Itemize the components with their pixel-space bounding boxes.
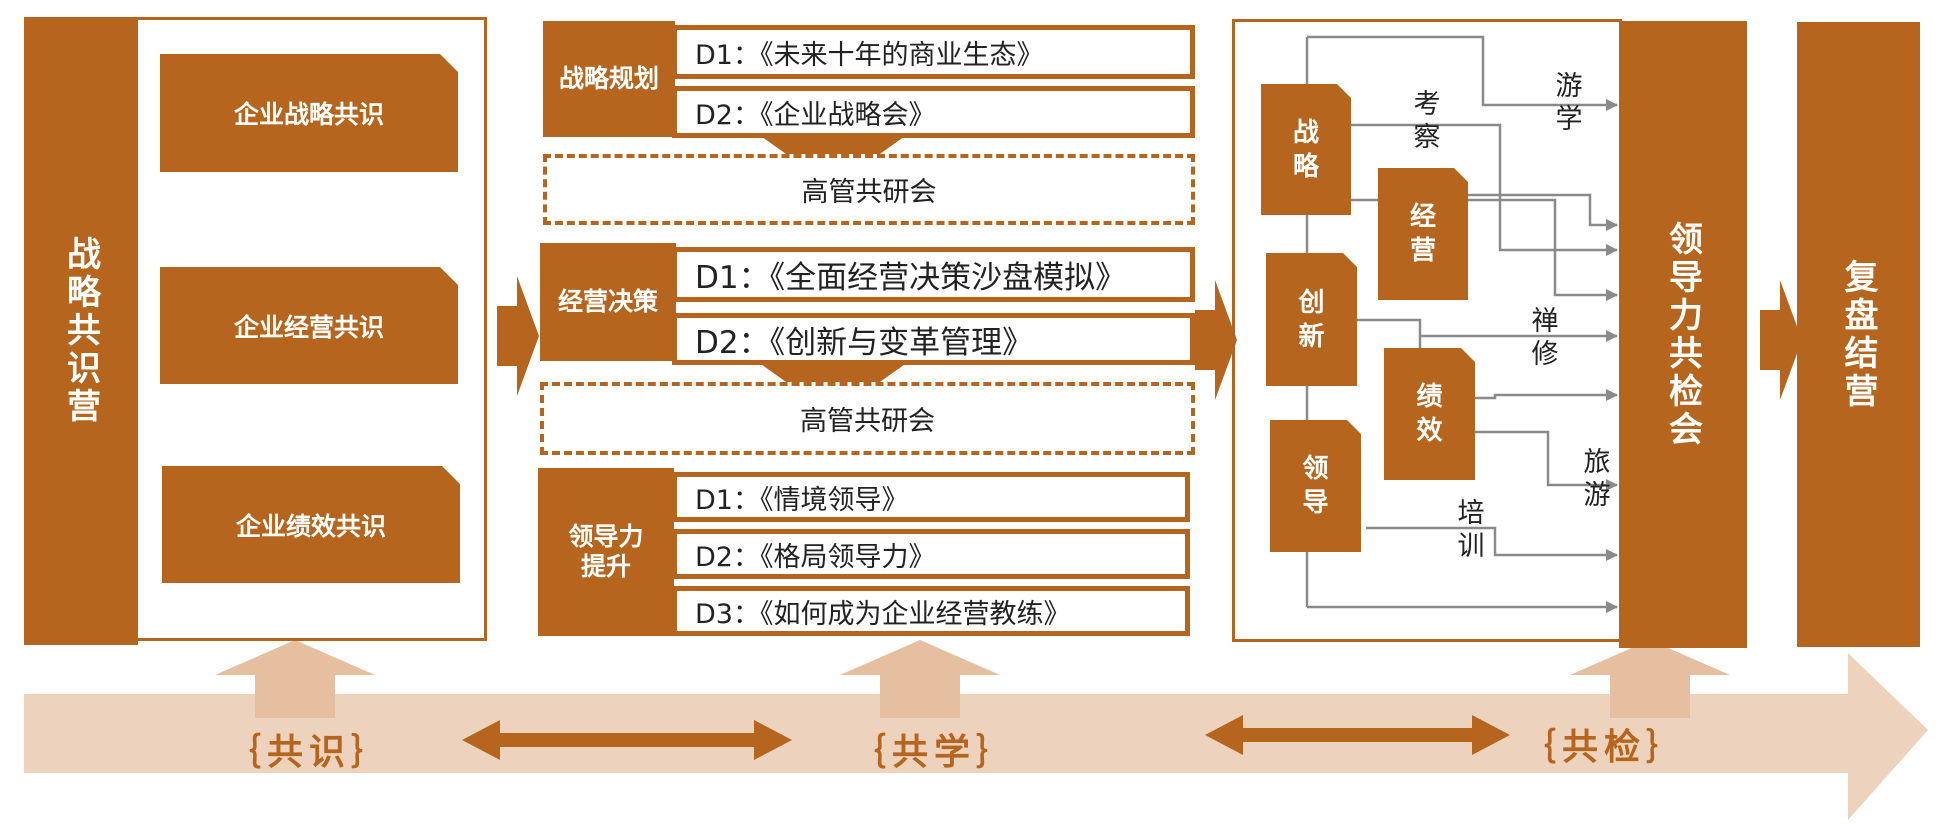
final-review: 复盘结营 [1797,22,1920,647]
course-leadership-d2: D2：《格局领导力》 [672,529,1190,579]
banner-arrow [24,653,1928,820]
activity-training: 培训 [1457,498,1485,562]
consensus-frame [135,17,487,641]
course-leadership-d1: D1：《情境领导》 [672,472,1190,522]
category-leadership: 领导力提升 [538,468,674,636]
activity-inspection: 考察 [1413,89,1441,153]
right-arrow-3 [1760,280,1802,400]
double-arrow-1 [462,720,792,760]
consensus-item-operation: 企业经营共识 [160,267,458,384]
course-operation-d1: D1：《全面经营决策沙盘模拟》 [672,247,1195,302]
course-operation-d2: D2：《创新与变革管理》 [672,313,1195,365]
workshop-strategy: 高管共研会 [543,154,1195,225]
double-arrow-2 [1205,715,1510,755]
module-performance: 绩效 [1384,348,1475,480]
course-leadership-d3: D3：《如何成为企业经营教练》 [672,586,1190,636]
leadership-checkpoint: 领导力共检会 [1619,21,1747,648]
course-strategy-d2: D2：《企业战略会》 [672,86,1195,138]
up-arrow-cocheck [1570,640,1730,718]
module-leadership: 领导 [1270,420,1361,552]
right-arrow-2 [1195,280,1237,400]
right-arrow-1 [497,276,539,396]
category-operation-decision: 经营决策 [540,243,676,361]
up-arrow-colearn [840,640,1000,718]
consensus-item-performance: 企业绩效共识 [162,466,460,583]
workshop-operation: 高管共研会 [540,382,1195,455]
activity-travel: 旅游 [1583,447,1611,511]
banner-label-consensus: ｛共识｝ [225,732,394,773]
consensus-item-strategy: 企业战略共识 [160,54,458,172]
up-arrow-consensus [215,640,375,718]
course-strategy-d1: D1：《未来十年的商业生态》 [672,25,1195,79]
activity-study-tour: 游学 [1555,71,1583,135]
strategy-consensus-camp: 战略共识营 [24,17,138,645]
banner-label-cocheck: ｛共检｝ [1520,727,1689,768]
banner-label-colearn: ｛共学｝ [850,732,1019,773]
module-innovation: 创新 [1266,253,1357,386]
activity-meditation: 禅修 [1531,306,1559,370]
module-operation: 经营 [1378,168,1468,300]
module-strategy: 战略 [1261,84,1351,215]
category-strategy-planning: 战略规划 [543,21,675,137]
